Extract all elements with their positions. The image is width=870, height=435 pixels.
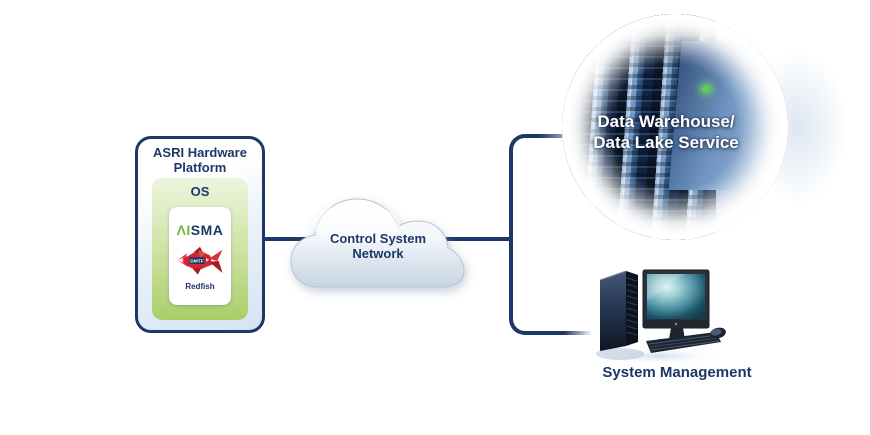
line-fade xyxy=(564,328,598,338)
circle-feather-edge xyxy=(562,14,788,240)
control-network-cloud-shape xyxy=(290,198,465,288)
keyboard xyxy=(646,332,721,353)
redfish-logo: DMTF Redfish xyxy=(169,246,231,291)
data-warehouse-label-line1: Data Warehouse/ xyxy=(597,112,735,131)
dmtf-badge-text: DMTF xyxy=(190,259,204,265)
cloud-label: Control System Network xyxy=(286,231,470,261)
aisma-logo: ΛISMA xyxy=(169,222,231,238)
computer-reflection xyxy=(594,347,726,365)
data-warehouse-label: Data Warehouse/ Data Lake Service xyxy=(562,111,770,153)
desktop-computer-image xyxy=(594,269,726,365)
tower-pc xyxy=(599,270,638,351)
mouse xyxy=(710,327,726,339)
data-warehouse-label-line2: Data Lake Service xyxy=(593,133,739,152)
firmware-card: ΛISMA DMTF xyxy=(169,207,231,305)
redfish-label: Redfish xyxy=(185,282,215,291)
monitor xyxy=(642,269,710,346)
os-label: OS xyxy=(190,184,210,199)
cloud-label-line1: Control System xyxy=(329,231,427,246)
redfish-fish-icon: DMTF xyxy=(177,246,223,275)
aisma-logo-green-part: ΛI xyxy=(176,222,191,238)
server-rack-image: Data Warehouse/ Data Lake Service xyxy=(562,14,788,240)
asri-hardware-platform-box: ASRI Hardware Platform OS ΛISMA xyxy=(135,136,265,333)
platform-title: ASRI Hardware Platform xyxy=(153,145,247,175)
cloud-label-line2: Network xyxy=(352,246,404,261)
os-box: OS ΛISMA DMTF xyxy=(152,178,248,320)
aisma-logo-navy-part: SMA xyxy=(190,222,224,238)
system-management-label: System Management xyxy=(602,364,752,381)
